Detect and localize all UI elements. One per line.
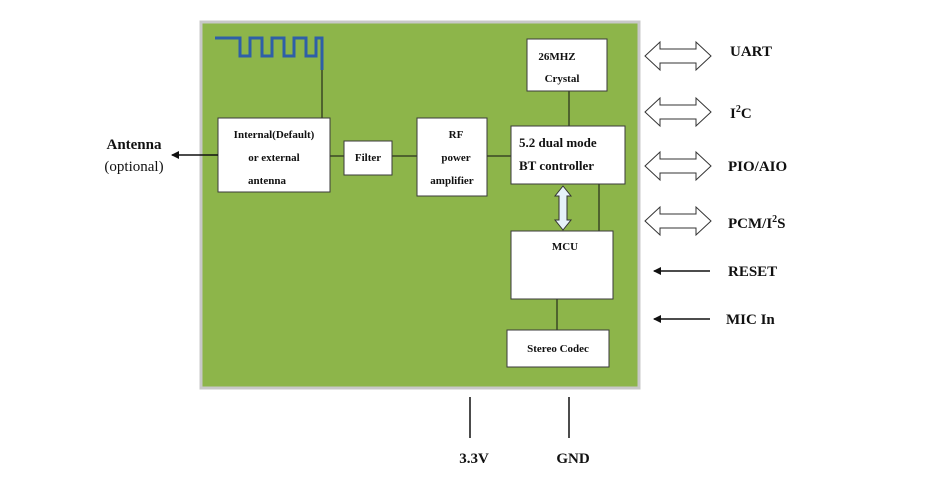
rf-line-2: power (441, 152, 470, 164)
vcc-label: 3.3V (459, 451, 489, 467)
i2c-label: I2C (730, 104, 752, 122)
antenna-label: Antenna (106, 137, 162, 153)
antenna-block-line-2: or external (248, 152, 299, 164)
bt-line-1: 5.2 dual mode (519, 135, 597, 150)
rf-amplifier-block (416, 117, 488, 197)
filter-block (343, 140, 393, 176)
bt-mcu-bus-arrow (553, 185, 573, 231)
bt-controller-block (510, 125, 626, 185)
rf-line-1: RF (449, 129, 464, 141)
filter-label: Filter (355, 152, 381, 164)
i2c-label-sup: 2 (736, 104, 741, 115)
pio-bidir-arrow (644, 150, 712, 182)
i2c-label-tail: C (741, 106, 752, 122)
antenna-block-line-1: Internal(Default) (234, 129, 315, 141)
i2c-bidir-arrow (644, 96, 712, 128)
uart-bidir-arrow (644, 40, 712, 72)
mcu-label: MCU (552, 241, 578, 253)
pcb-antenna-icon (215, 36, 324, 70)
pcm-label-tail: S (777, 216, 785, 232)
uart-label: UART (730, 44, 772, 60)
antenna-block-line-3: antenna (248, 175, 286, 187)
pcm-label-base: PCM/I (728, 216, 772, 232)
crystal-line-2: Crystal (545, 73, 580, 85)
i2c-label-base: I (730, 106, 736, 122)
bt-line-2: BT controller (519, 158, 594, 173)
pcm-label-sup: 2 (772, 214, 777, 225)
codec-label: Stereo Codec (527, 343, 589, 355)
rf-line-3: amplifier (430, 175, 473, 187)
pio-label: PIO/AIO (728, 159, 787, 175)
pcm-label: PCM/I2S (728, 214, 786, 232)
mic-label: MIC In (726, 312, 775, 328)
codec-block (506, 329, 610, 368)
mcu-block (510, 230, 614, 300)
crystal-line-1: 26MHZ (538, 51, 575, 63)
antenna-note: (optional) (104, 159, 163, 175)
crystal-block (526, 38, 608, 92)
pcm-bidir-arrow (644, 205, 712, 237)
reset-label: RESET (728, 264, 777, 280)
gnd-label: GND (556, 451, 590, 467)
